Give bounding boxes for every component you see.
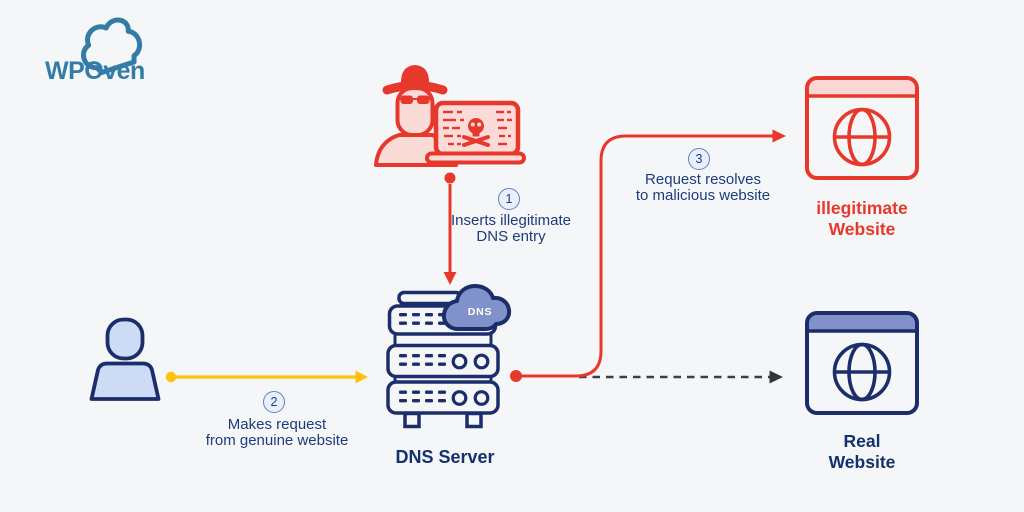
dns-cloud-text: DNS: [468, 306, 493, 318]
step-2-text: Makes request from genuine website: [177, 417, 377, 449]
illegitimate-website-line1: illegitimate: [816, 198, 908, 218]
arrowhead: [772, 129, 786, 143]
arrowhead: [443, 272, 457, 285]
sunglasses-icon: [397, 95, 433, 104]
hacker-icon: [374, 65, 526, 167]
step-3-text: Request resolves to malicious website: [603, 172, 803, 204]
connector-dot: [165, 371, 177, 383]
arrow-resolve-malicious: [510, 129, 786, 382]
arrow-user-request: [165, 370, 368, 384]
laptop-icon: [425, 100, 526, 165]
step-3-line2: to malicious website: [635, 187, 771, 204]
code-lines: [443, 110, 512, 146]
server-leds: [451, 353, 490, 406]
dns-server-icon: DNS: [386, 284, 512, 429]
step-1-line1: Inserts illegitimate: [450, 212, 572, 229]
real-website-line2: Website: [828, 451, 896, 472]
dns-server-label: DNS Server: [395, 447, 495, 467]
step-3-line1: Request resolves: [645, 171, 761, 188]
chef-hat-icon: [81, 17, 143, 75]
logo-text: WPOven: [45, 57, 145, 85]
globe-icon: [832, 107, 892, 167]
server-vents: [399, 313, 446, 403]
globe-icon: [832, 342, 892, 402]
step-1-line2: DNS entry: [476, 228, 546, 245]
illegitimate-website-label: illegitimate Website: [762, 198, 962, 239]
real-website-line1: Real: [843, 431, 881, 451]
arrow-resolve-real: [579, 370, 783, 384]
step-1-text: Inserts illegitimate DNS entry: [411, 213, 611, 245]
hat-icon: [382, 65, 448, 95]
real-website-icon: [805, 311, 919, 415]
skull-crossbones-icon: [462, 118, 490, 147]
illegitimate-website-line2: Website: [828, 218, 896, 239]
arrowhead: [769, 370, 783, 384]
step-2-line1: Makes request: [227, 416, 327, 433]
arrowhead: [355, 370, 368, 384]
dns-cloud-icon: DNS: [441, 284, 512, 331]
step-2-badge: 2: [263, 391, 285, 413]
connector-dot: [510, 370, 522, 382]
user-icon: [89, 317, 161, 401]
step-1-badge: 1: [498, 188, 520, 210]
connector-dot: [444, 172, 456, 184]
step-3-badge: 3: [688, 148, 710, 170]
illegitimate-website-icon: [805, 76, 919, 180]
real-website-label: Real Website: [762, 431, 962, 472]
step-2-line2: from genuine website: [205, 432, 349, 449]
arrow-insert-entry: [443, 172, 457, 285]
